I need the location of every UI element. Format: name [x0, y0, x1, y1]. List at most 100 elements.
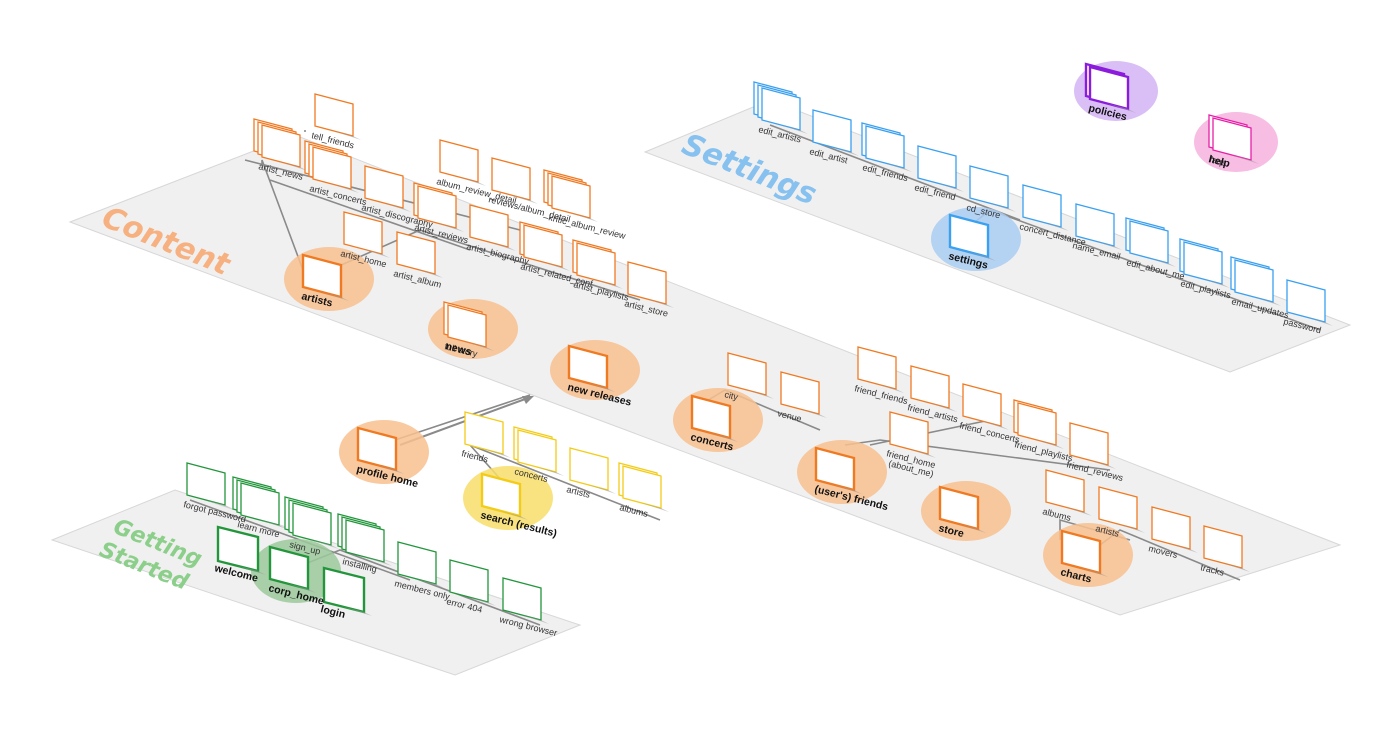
page-edit-playlists: edit_playlists — [1179, 238, 1232, 301]
page-shadow — [798, 408, 827, 418]
page-shadow — [520, 614, 549, 624]
page-shadow — [435, 222, 464, 232]
page-shadow — [645, 298, 674, 308]
page-shadow — [1252, 296, 1281, 306]
page-shadow — [640, 502, 669, 512]
page-shadow — [310, 539, 339, 549]
page-shadow — [236, 565, 266, 575]
page-shadow — [1230, 154, 1259, 164]
page-edit-friend: edit_friend — [914, 145, 964, 202]
page-shadow — [1169, 543, 1198, 553]
page-shadow — [594, 279, 623, 289]
page-label: faqs — [1209, 154, 1228, 168]
page-label: login — [319, 603, 346, 621]
page-shadow — [363, 556, 392, 566]
page-shadow — [535, 466, 564, 476]
page-albums: albums — [618, 462, 669, 519]
page-shadow — [1116, 523, 1145, 533]
page-shadow — [320, 291, 349, 301]
page-frame — [569, 447, 609, 491]
connector-line — [261, 159, 304, 271]
page-tracks: tracks — [1200, 525, 1250, 578]
hub-charts: charts — [1059, 529, 1108, 586]
page-shadow — [342, 606, 372, 616]
page-shadow — [569, 212, 598, 222]
page-kritic-album-review: kritic_album_review — [543, 169, 627, 241]
hub-label: help — [1207, 153, 1231, 170]
page-installing: installing — [337, 513, 392, 574]
hub-policies: policies — [1084, 62, 1136, 123]
page-shadow — [465, 341, 494, 351]
page-shadow — [1221, 562, 1250, 572]
content-platform — [68, 134, 1342, 616]
page-shadow — [928, 402, 957, 412]
page-login: login — [319, 566, 372, 621]
page-shadow — [330, 183, 359, 193]
page-city: city — [724, 352, 774, 402]
page-shadow — [509, 194, 538, 204]
page-faqs: faqs — [1208, 114, 1259, 168]
connector-line — [269, 179, 471, 251]
page-frame — [464, 411, 504, 455]
page-friends: friends — [461, 411, 511, 465]
page-shadow — [935, 182, 964, 192]
page-shadow — [415, 578, 444, 588]
page-shadow — [541, 261, 570, 271]
page-shadow — [1147, 257, 1176, 267]
page-learn-more: learn more — [232, 476, 287, 539]
page-tell-friends: tell_friends — [311, 93, 361, 151]
page-shadow — [375, 464, 404, 474]
page-shadow — [987, 202, 1016, 212]
page-concerts: concerts — [513, 426, 564, 484]
page-artists: artists — [566, 447, 616, 500]
page-shadow — [586, 382, 615, 392]
page-shadow — [587, 484, 616, 494]
page-shadow — [830, 146, 859, 156]
page-shadow — [499, 510, 528, 520]
page-shadow — [1087, 459, 1116, 469]
page-shadow — [980, 420, 1009, 430]
page-label: city — [724, 389, 740, 402]
page-shadow — [382, 202, 411, 212]
page-shadow — [332, 130, 361, 140]
connector-arrow-head — [522, 396, 534, 404]
page-label: albums — [619, 502, 650, 519]
page-shadow — [482, 448, 511, 458]
page-shadow — [907, 448, 936, 458]
page-shadow — [745, 389, 774, 399]
platforms-layer — [50, 99, 1352, 676]
page-shadow — [204, 499, 233, 509]
page-shadow — [1107, 103, 1136, 113]
page-shadow — [833, 484, 862, 494]
page-shadow — [467, 596, 496, 606]
page-shadow — [279, 161, 308, 171]
page-frame — [314, 93, 354, 137]
page-shadow — [875, 383, 904, 393]
page-shadow — [709, 432, 738, 442]
page-full-story: full story — [443, 301, 494, 359]
page-shadow — [779, 124, 808, 134]
page-shadow — [1035, 439, 1064, 449]
page-frame — [439, 139, 479, 183]
hub-help: help — [1207, 153, 1231, 170]
page-shadow — [287, 583, 316, 593]
page-shadow — [1063, 506, 1092, 516]
page-shadow — [967, 251, 996, 261]
page-shadow — [883, 162, 912, 172]
page-shadow — [414, 268, 443, 278]
page-shadow — [1079, 567, 1108, 577]
page-shadow — [457, 176, 486, 186]
page-shadow — [361, 248, 390, 258]
page-artist-album: artist_album — [393, 231, 443, 290]
page-shadow — [1201, 278, 1230, 288]
page-label: artists — [566, 484, 592, 500]
page-shadow — [1040, 221, 1069, 231]
page-shadow — [487, 241, 516, 251]
page-shadow — [1093, 240, 1122, 250]
page-shadow — [258, 519, 287, 529]
page-shadow — [1304, 316, 1333, 326]
connector-line — [769, 124, 1021, 221]
page-shadow — [957, 523, 986, 533]
